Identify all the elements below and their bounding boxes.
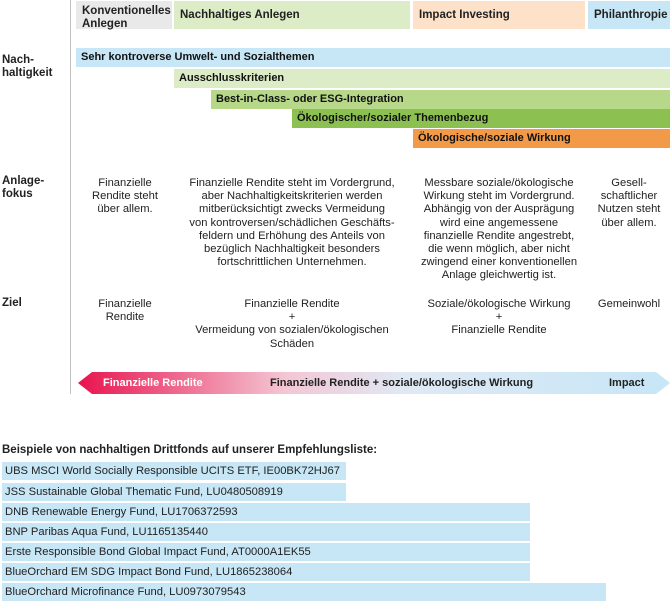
anlagefokus-philanthropie: Gesell- schaftlicher Nutzen steht über a… <box>597 177 661 229</box>
column-header-nachhaltig: Nachhaltiges Anlegen <box>174 1 410 29</box>
fund-item: BNP Paribas Aqua Fund, LU1165135440 <box>2 523 530 541</box>
column-header-konventionell: Konventionelles Anlegen <box>76 1 172 30</box>
column-header-philanthropie: Philanthropie <box>588 1 670 29</box>
rendite-impact-arrow <box>78 372 670 394</box>
column-header-impact: Impact Investing <box>413 1 585 29</box>
anlagefokus-konventionell: Finanzielle Rendite steht über allem. <box>92 177 158 216</box>
anlagefokus-nachhaltig: Finanzielle Rendite steht im Vordergrund… <box>189 177 395 269</box>
ziel-konventionell: Finanzielle Rendite <box>98 298 152 324</box>
arrow-label-center: Finanzielle Rendite + soziale/ökologisch… <box>270 377 534 389</box>
bar-wirkung: Ökologische/soziale Wirkung <box>413 129 670 148</box>
fund-item: BlueOrchard Microfinance Fund, LU0973079… <box>2 583 606 601</box>
arrow-label-left: Finanzielle Rendite <box>103 377 203 389</box>
ziel-nachhaltig: Finanzielle Rendite + Vermeidung von soz… <box>195 298 389 350</box>
bar-ausschlusskriterien: Ausschlusskriterien <box>174 69 670 88</box>
fund-item: DNB Renewable Energy Fund, LU1706372593 <box>2 503 530 521</box>
funds-title: Beispiele von nachhaltigen Drittfonds au… <box>2 444 378 456</box>
bar-kontroverse-themen: Sehr kontroverse Umwelt- und Sozialtheme… <box>76 48 670 67</box>
row-label-anlagefokus: Anlage- fokus <box>2 175 45 200</box>
row-label-nachhaltigkeit: Nach- haltigkeit <box>2 54 53 79</box>
vertical-divider <box>70 0 71 394</box>
ziel-philanthropie: Gemeinwohl <box>597 298 661 310</box>
fund-item: Erste Responsible Bond Global Impact Fun… <box>2 543 530 561</box>
fund-item: BlueOrchard EM SDG Impact Bond Fund, LU1… <box>2 563 530 581</box>
fund-item: JSS Sustainable Global Thematic Fund, LU… <box>2 483 346 501</box>
ziel-impact: Soziale/ökologische Wirkung + Finanziell… <box>427 298 571 337</box>
arrow-label-right: Impact <box>609 377 645 389</box>
fund-item: UBS MSCI World Socially Responsible UCIT… <box>2 462 346 480</box>
row-label-ziel: Ziel <box>2 297 22 309</box>
bar-best-in-class: Best-in-Class- oder ESG-Integration <box>211 90 670 109</box>
bar-themenbezug: Ökologischer/sozialer Themenbezug <box>292 109 670 128</box>
anlagefokus-impact: Messbare soziale/ökologische Wirkung ste… <box>420 177 578 282</box>
